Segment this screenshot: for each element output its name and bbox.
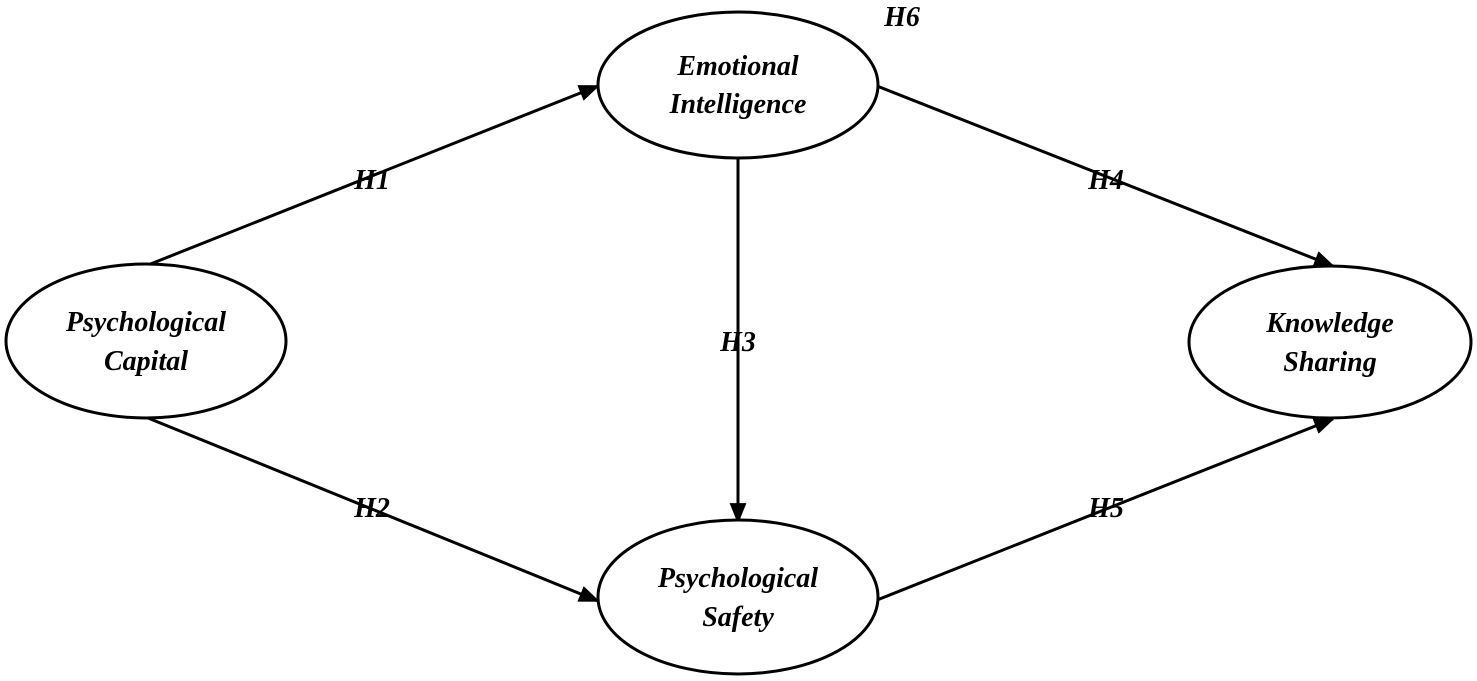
- edge-label-h2: H2: [353, 493, 390, 524]
- edge-h1-arrow: [147, 84, 600, 267]
- node-psychological-safety-ellipse: [596, 518, 880, 676]
- node-psychological-capital: Psychological Capital: [4, 262, 288, 420]
- edge-h5-arrow: [876, 417, 1335, 602]
- annotation-label-h6: H6: [883, 2, 920, 33]
- node-knowledge-sharing: Knowledge Sharing: [1187, 264, 1473, 420]
- edge-label-h4: H4: [1087, 165, 1124, 196]
- node-psychological-safety-line-1: Psychological: [657, 563, 818, 594]
- edge-label-h1: H1: [353, 165, 390, 196]
- edges: [147, 84, 1335, 603]
- edge-h2-arrow: [147, 416, 600, 603]
- edge-h4-arrow: [876, 84, 1335, 268]
- node-emotional-intelligence-ellipse: [596, 10, 880, 160]
- node-knowledge-sharing-line-1: Knowledge: [1265, 308, 1394, 339]
- node-psychological-capital-line-1: Psychological: [65, 307, 226, 338]
- node-emotional-intelligence-line-1: Emotional: [676, 51, 799, 82]
- edge-label-h5: H5: [1087, 493, 1124, 524]
- edge-label-h3: H3: [719, 327, 756, 358]
- node-psychological-safety: Psychological Safety: [596, 518, 880, 676]
- node-knowledge-sharing-line-2: Sharing: [1283, 347, 1376, 378]
- node-emotional-intelligence-line-2: Intelligence: [669, 89, 807, 120]
- node-psychological-safety-line-2: Safety: [702, 602, 774, 633]
- node-psychological-capital-ellipse: [4, 262, 288, 420]
- node-emotional-intelligence: Emotional Intelligence: [596, 10, 880, 160]
- node-knowledge-sharing-ellipse: [1187, 264, 1473, 420]
- edge-labels: H1 H2 H3 H4 H5 H6: [353, 2, 1124, 524]
- node-psychological-capital-line-2: Capital: [104, 346, 188, 377]
